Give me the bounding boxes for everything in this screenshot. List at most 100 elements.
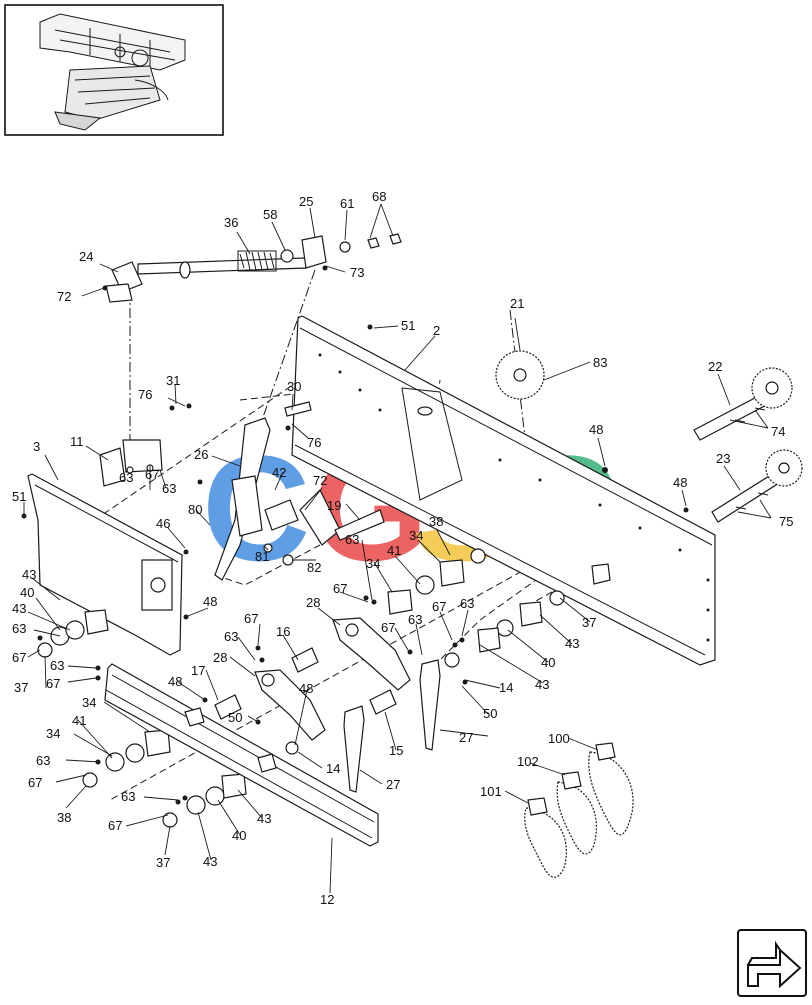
callout-58: 58 bbox=[263, 207, 277, 222]
next-page-button[interactable] bbox=[737, 929, 807, 997]
spring-coil bbox=[237, 250, 277, 272]
callout-27: 27 bbox=[459, 730, 473, 745]
callout-76: 76 bbox=[138, 387, 152, 402]
plate-holes bbox=[318, 353, 710, 642]
callout-63: 63 bbox=[224, 629, 238, 644]
callout-67: 67 bbox=[381, 620, 395, 635]
callout-34: 34 bbox=[366, 556, 380, 571]
callout-74: 74 bbox=[771, 424, 785, 439]
callout-100: 100 bbox=[548, 731, 570, 746]
callout-37: 37 bbox=[582, 615, 596, 630]
callout-101: 101 bbox=[480, 784, 502, 799]
upper-sprocket-21 bbox=[495, 350, 545, 400]
callout-42: 42 bbox=[272, 465, 286, 480]
callout-50: 50 bbox=[483, 706, 497, 721]
callout-67: 67 bbox=[28, 775, 42, 790]
callout-43: 43 bbox=[565, 636, 579, 651]
callout-63: 63 bbox=[408, 612, 422, 627]
callout-12: 12 bbox=[320, 892, 334, 907]
callout-28: 28 bbox=[213, 650, 227, 665]
left-end-plate bbox=[27, 473, 183, 656]
callout-67: 67 bbox=[46, 676, 60, 691]
shaft-22-assembly bbox=[693, 367, 793, 441]
callout-73: 73 bbox=[350, 265, 364, 280]
callout-102: 102 bbox=[517, 754, 539, 769]
callout-48: 48 bbox=[168, 674, 182, 689]
callout-81: 81 bbox=[255, 549, 269, 564]
hardware-fasteners bbox=[21, 265, 689, 805]
callout-37: 37 bbox=[156, 855, 170, 870]
callout-34: 34 bbox=[82, 695, 96, 710]
callout-28: 28 bbox=[306, 595, 320, 610]
tension-rod-assembly bbox=[105, 233, 402, 303]
callout-67: 67 bbox=[108, 818, 122, 833]
inset-machine-sketch bbox=[39, 13, 186, 131]
bearing-stack-center-upper bbox=[387, 548, 486, 615]
callout-38: 38 bbox=[429, 514, 443, 529]
callout-41: 41 bbox=[72, 713, 86, 728]
knife-blades bbox=[524, 742, 634, 878]
next-page-arrow-icon bbox=[747, 940, 802, 989]
callout-22: 22 bbox=[708, 359, 722, 374]
callout-43: 43 bbox=[12, 601, 26, 616]
callout-63: 63 bbox=[50, 658, 64, 673]
callout-14: 14 bbox=[326, 761, 340, 776]
callout-40: 40 bbox=[20, 585, 34, 600]
callout-19: 19 bbox=[327, 498, 341, 513]
callout-48: 48 bbox=[299, 681, 313, 696]
bearing-stack-left-lower bbox=[82, 729, 171, 788]
callout-30: 30 bbox=[287, 379, 301, 394]
arm-28-upper bbox=[332, 617, 411, 691]
callout-36: 36 bbox=[224, 215, 238, 230]
arm-28-lower bbox=[254, 669, 326, 741]
callout-83: 83 bbox=[593, 355, 607, 370]
callout-63: 63 bbox=[460, 596, 474, 611]
callout-75: 75 bbox=[779, 514, 793, 529]
callout-21: 21 bbox=[510, 296, 524, 311]
callout-17: 17 bbox=[191, 663, 205, 678]
callout-67: 67 bbox=[12, 650, 26, 665]
callout-3: 3 bbox=[33, 439, 40, 454]
bracket-11 bbox=[99, 439, 163, 487]
rollers bbox=[214, 647, 460, 755]
callout-46: 46 bbox=[156, 516, 170, 531]
callout-40: 40 bbox=[541, 655, 555, 670]
callout-67: 67 bbox=[432, 599, 446, 614]
callout-68: 68 bbox=[372, 189, 386, 204]
bearing-stack-left-upper bbox=[37, 609, 109, 658]
callout-43: 43 bbox=[257, 811, 271, 826]
bearing-stack-right bbox=[477, 563, 611, 653]
callout-63: 63 bbox=[12, 621, 26, 636]
lower-long-plate bbox=[104, 663, 379, 847]
callout-48: 48 bbox=[203, 594, 217, 609]
callout-63: 63 bbox=[345, 532, 359, 547]
callout-37: 37 bbox=[14, 680, 28, 695]
callout-61: 61 bbox=[340, 196, 354, 211]
callout-67: 67 bbox=[244, 611, 258, 626]
callout-11: 11 bbox=[70, 434, 84, 449]
callout-27: 27 bbox=[386, 777, 400, 792]
bearing-stack-center-lower bbox=[162, 773, 247, 828]
callout-82: 82 bbox=[307, 560, 321, 575]
callout-15: 15 bbox=[389, 743, 403, 758]
callout-51: 51 bbox=[12, 489, 26, 504]
callout-80: 80 bbox=[188, 502, 202, 517]
callout-34: 34 bbox=[409, 528, 423, 543]
callout-23: 23 bbox=[716, 451, 730, 466]
callout-63: 63 bbox=[162, 481, 176, 496]
callout-63: 63 bbox=[36, 753, 50, 768]
arm-27-right bbox=[419, 659, 441, 751]
shaft-23-assembly bbox=[711, 449, 803, 523]
callout-2: 2 bbox=[433, 323, 440, 338]
callout-40: 40 bbox=[232, 828, 246, 843]
callout-43: 43 bbox=[22, 567, 36, 582]
callout-43: 43 bbox=[203, 854, 217, 869]
callout-26: 26 bbox=[194, 447, 208, 462]
callout-41: 41 bbox=[387, 543, 401, 558]
leader-lines bbox=[23, 203, 772, 894]
callout-72: 72 bbox=[57, 289, 71, 304]
callout-34: 34 bbox=[46, 726, 60, 741]
callout-67: 67 bbox=[145, 467, 159, 482]
